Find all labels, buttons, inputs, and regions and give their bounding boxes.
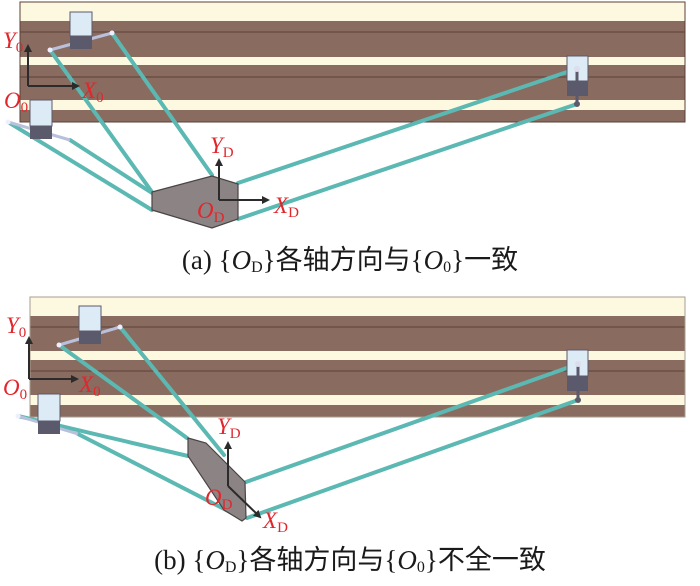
label-yd: YD — [210, 133, 234, 161]
cable — [48, 48, 154, 194]
caption-a: (a) {OD}各轴方向与{O0}一致 — [0, 238, 700, 277]
slider-top-left — [56, 305, 123, 348]
frame-0-axes — [24, 44, 80, 90]
cable — [76, 432, 232, 514]
cable — [244, 362, 580, 484]
xd-axis-arrow — [227, 485, 262, 519]
frame-d-axes — [215, 158, 270, 204]
caption-frame-d: {OD} — [192, 545, 250, 576]
caption-middle: 各轴方向与 — [249, 545, 385, 575]
cable — [236, 67, 578, 185]
caption-suffix: 不全一致 — [437, 545, 546, 575]
cable — [57, 343, 189, 440]
panel-b: Y0 X0 O0 YD XD OD — [3, 296, 686, 536]
label-o0: O0 — [3, 375, 27, 403]
label-xd: XD — [262, 508, 288, 536]
label-x0: X0 — [81, 78, 104, 106]
cable — [68, 138, 154, 195]
caption-frame-0: {O0} — [384, 545, 438, 576]
label-y0: Y0 — [6, 313, 26, 341]
rail-bands — [19, 1, 686, 123]
caption-prefix: (a) — [181, 245, 212, 275]
label-y0: Y0 — [3, 28, 23, 56]
slider-right — [566, 349, 589, 403]
label-od: OD — [197, 198, 225, 226]
caption-b: (b) {OD}各轴方向与{O0}不全一致 — [0, 538, 700, 577]
caption-middle: 各轴方向与 — [275, 245, 411, 275]
slider-bottom-left — [15, 393, 79, 436]
slider-top-left — [47, 11, 115, 53]
label-x0: X0 — [78, 372, 101, 400]
cable — [245, 398, 580, 520]
moving-platform — [187, 437, 247, 522]
caption-prefix: (b) — [154, 545, 186, 575]
label-xd: XD — [273, 193, 299, 221]
moving-platform — [151, 175, 239, 229]
slider-bottom-left — [5, 99, 71, 142]
cable — [6, 120, 154, 212]
frame-0-axes — [25, 336, 79, 383]
label-od: OD — [205, 485, 233, 513]
slider-right — [566, 55, 589, 107]
cable — [110, 31, 214, 177]
frame-d-axes — [224, 441, 262, 519]
label-yd: YD — [217, 414, 241, 442]
caption-suffix: 一致 — [464, 245, 519, 275]
label-o0: O0 — [4, 88, 28, 116]
caption-frame-0: {O0} — [410, 245, 465, 276]
cable — [118, 325, 226, 457]
panel-a: Y0 X0 O0 YD XD OD — [3, 1, 686, 229]
cable — [236, 102, 579, 221]
caption-frame-d: {OD} — [218, 245, 276, 276]
